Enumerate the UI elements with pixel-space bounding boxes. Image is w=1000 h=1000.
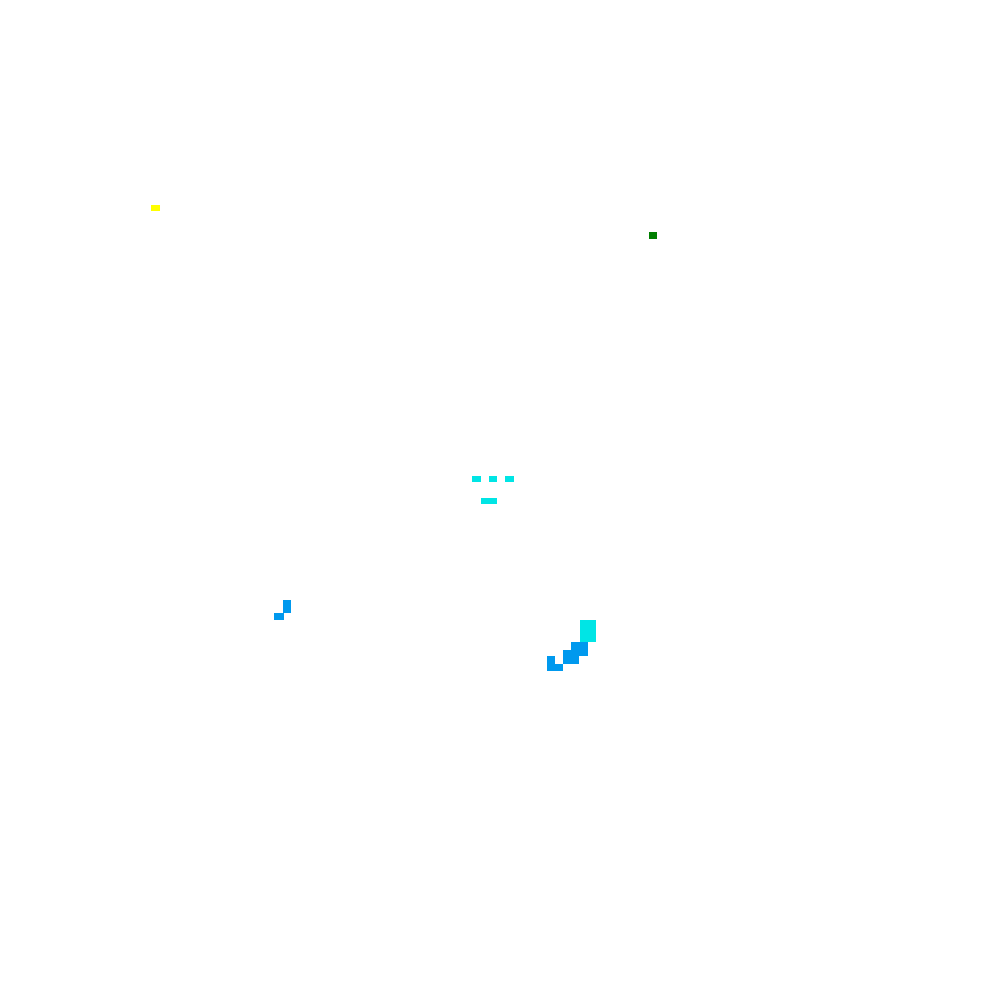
cyan-dot <box>505 476 514 482</box>
blue-block-stem <box>547 656 555 666</box>
cyan-dash <box>481 498 497 504</box>
green-speck <box>649 232 657 239</box>
cyan-dot <box>472 476 481 482</box>
blue-block-middle <box>563 650 579 664</box>
blue-block-foot <box>547 664 563 671</box>
blue-hook-top <box>283 600 291 613</box>
cyan-block <box>580 620 596 642</box>
blue-hook-bottom <box>274 613 284 620</box>
yellow-speck <box>151 205 160 211</box>
cyan-dot <box>489 476 497 482</box>
